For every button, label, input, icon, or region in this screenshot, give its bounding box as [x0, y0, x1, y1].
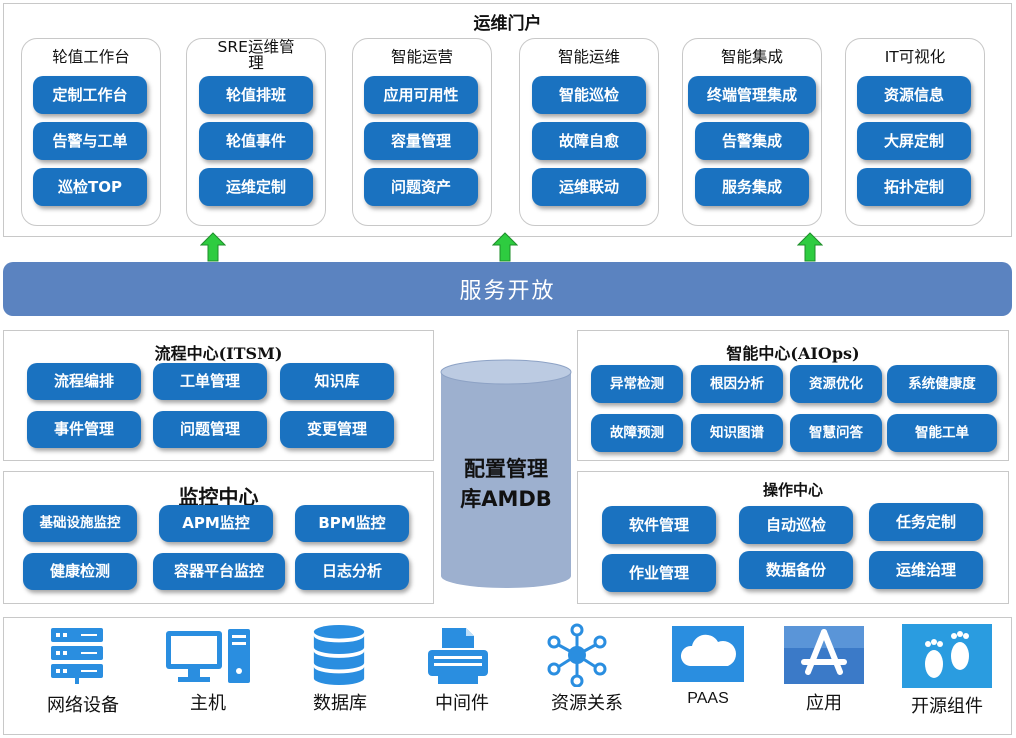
terminal-integration-button[interactable]: 终端管理集成 [688, 76, 816, 114]
cloud-icon [672, 626, 744, 682]
inspection-top-button[interactable]: 巡检TOP [33, 168, 147, 206]
ops-custom-button[interactable]: 运维定制 [199, 168, 313, 206]
system-health-button[interactable]: 系统健康度 [887, 365, 997, 403]
resource-label: 开源组件 [911, 696, 983, 717]
aiops-title: 智能中心(AIOps) [726, 344, 860, 363]
cmdb-cylinder [440, 359, 572, 588]
duty-schedule-button[interactable]: 轮值排班 [199, 76, 313, 114]
knowledge-base-button[interactable]: 知识库 [280, 363, 394, 400]
resource-label: 应用 [806, 693, 842, 714]
footprints-icon [902, 624, 992, 688]
capacity-management-button[interactable]: 容量管理 [364, 122, 478, 160]
app-availability-button[interactable]: 应用可用性 [364, 76, 478, 114]
service-integration-button[interactable]: 服务集成 [695, 168, 809, 206]
host-computer-icon [166, 629, 250, 683]
ops-title: 操作中心 [762, 481, 823, 499]
incident-management-button[interactable]: 事件管理 [27, 411, 141, 448]
resource-info-button[interactable]: 资源信息 [857, 76, 971, 114]
app-store-icon [784, 626, 864, 684]
alarm-integration-button[interactable]: 告警集成 [695, 122, 809, 160]
alarm-ticket-button[interactable]: 告警与工单 [33, 122, 147, 160]
infrastructure-monitor-button[interactable]: 基础设施监控 [23, 505, 137, 542]
up-arrow-icon [797, 232, 823, 262]
database-icon [313, 625, 365, 685]
smart-qa-button[interactable]: 智慧问答 [790, 414, 882, 452]
knowledge-graph-button[interactable]: 知识图谱 [691, 414, 783, 452]
task-custom-button[interactable]: 任务定制 [869, 503, 983, 541]
custom-workbench-button[interactable]: 定制工作台 [33, 76, 147, 114]
resource-label: 网络设备 [47, 695, 119, 716]
ticket-management-button[interactable]: 工单管理 [153, 363, 267, 400]
problem-assets-button[interactable]: 问题资产 [364, 168, 478, 206]
up-arrow-icon [492, 232, 518, 262]
service-open-bar: 服务开放 [3, 262, 1012, 316]
apm-monitor-button[interactable]: APM监控 [159, 505, 273, 542]
portal-frame: 运维门户 [3, 3, 1012, 237]
data-backup-button[interactable]: 数据备份 [739, 551, 853, 589]
resource-label: 主机 [190, 693, 226, 714]
change-management-button[interactable]: 变更管理 [280, 411, 394, 448]
auto-inspection-button[interactable]: 自动巡检 [739, 506, 853, 544]
server-rack-icon [51, 628, 103, 684]
itsm-title: 流程中心(ITSM) [154, 344, 283, 363]
fault-self-healing-button[interactable]: 故障自愈 [532, 122, 646, 160]
column-title: 轮值工作台 [52, 48, 130, 66]
resource-label: 资源关系 [551, 693, 623, 714]
root-cause-analysis-button[interactable]: 根因分析 [691, 365, 783, 403]
ops-linkage-button[interactable]: 运维联动 [532, 168, 646, 206]
log-analysis-button[interactable]: 日志分析 [295, 553, 409, 590]
screen-custom-button[interactable]: 大屏定制 [857, 122, 971, 160]
problem-management-button[interactable]: 问题管理 [153, 411, 267, 448]
column-title: 智能运营 [390, 48, 453, 66]
cmdb-label-line2: 库AMDB [460, 487, 552, 511]
software-management-button[interactable]: 软件管理 [602, 506, 716, 544]
column-title: 智能集成 [720, 48, 783, 66]
column-title: SRE运维管理 [217, 38, 295, 73]
smart-ticket-button[interactable]: 智能工单 [887, 414, 997, 452]
ops-governance-button[interactable]: 运维治理 [869, 551, 983, 589]
health-check-button[interactable]: 健康检测 [23, 553, 137, 590]
container-monitor-button[interactable]: 容器平台监控 [153, 553, 285, 590]
printer-icon [428, 628, 488, 684]
job-management-button[interactable]: 作业管理 [602, 554, 716, 592]
cmdb-label-line1: 配置管理 [464, 457, 548, 481]
column-title: 智能运维 [557, 48, 620, 66]
resource-label: PAAS [687, 690, 729, 707]
up-arrow-icon [200, 232, 226, 262]
resource-label: 数据库 [313, 693, 367, 714]
duty-event-button[interactable]: 轮值事件 [199, 122, 313, 160]
column-title: IT可视化 [884, 48, 946, 66]
fault-prediction-button[interactable]: 故障预测 [591, 414, 683, 452]
resource-optimization-button[interactable]: 资源优化 [790, 365, 882, 403]
anomaly-detection-button[interactable]: 异常检测 [591, 365, 683, 403]
smart-inspection-button[interactable]: 智能巡检 [532, 76, 646, 114]
resource-label: 中间件 [435, 693, 489, 714]
topology-custom-button[interactable]: 拓扑定制 [857, 168, 971, 206]
process-orchestration-button[interactable]: 流程编排 [27, 363, 141, 400]
network-nodes-icon [547, 623, 607, 687]
portal-title: 运维门户 [473, 14, 542, 34]
bpm-monitor-button[interactable]: BPM监控 [295, 505, 409, 542]
